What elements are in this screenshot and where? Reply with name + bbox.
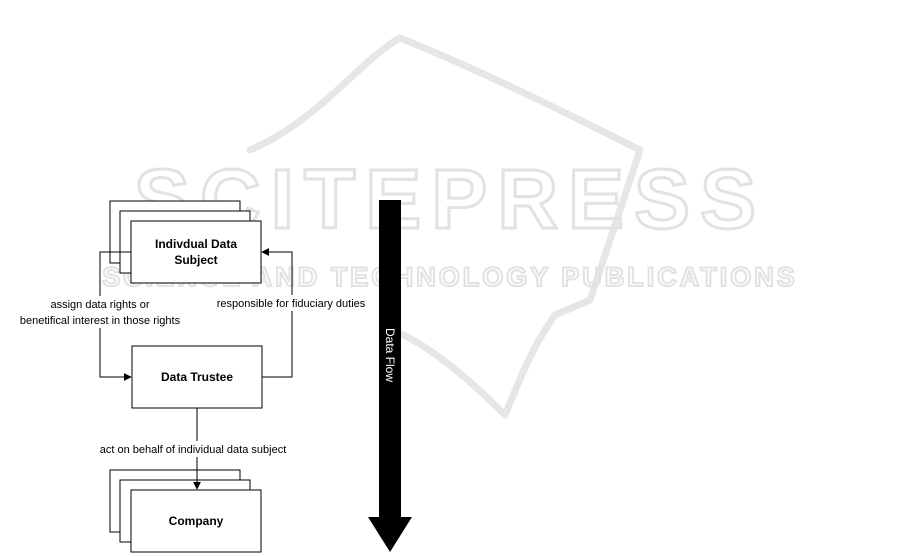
edge-assign-label-line2: benetifical interest in those rights — [20, 315, 181, 327]
edge-act-label: act on behalf of individual data subject — [100, 444, 287, 456]
node-individual-data-subject: Indivdual Data Subject — [110, 201, 261, 283]
subject-label-line2: Subject — [174, 253, 217, 267]
data-flow-arrow-head — [368, 517, 412, 552]
subject-stack-front — [131, 221, 261, 283]
company-label: Company — [169, 514, 224, 528]
subject-label-line1: Indivdual Data — [155, 237, 237, 251]
data-flow-label: Data Flow — [383, 328, 397, 382]
node-data-trustee: Data Trustee — [132, 346, 262, 408]
trustee-label: Data Trustee — [161, 370, 233, 384]
edge-responsible-label: responsible for fiduciary duties — [217, 298, 366, 310]
edge-assign-label-line1: assign data rights or — [50, 299, 149, 311]
data-flow-arrow: Data Flow — [368, 200, 412, 552]
node-company: Company — [110, 470, 261, 552]
